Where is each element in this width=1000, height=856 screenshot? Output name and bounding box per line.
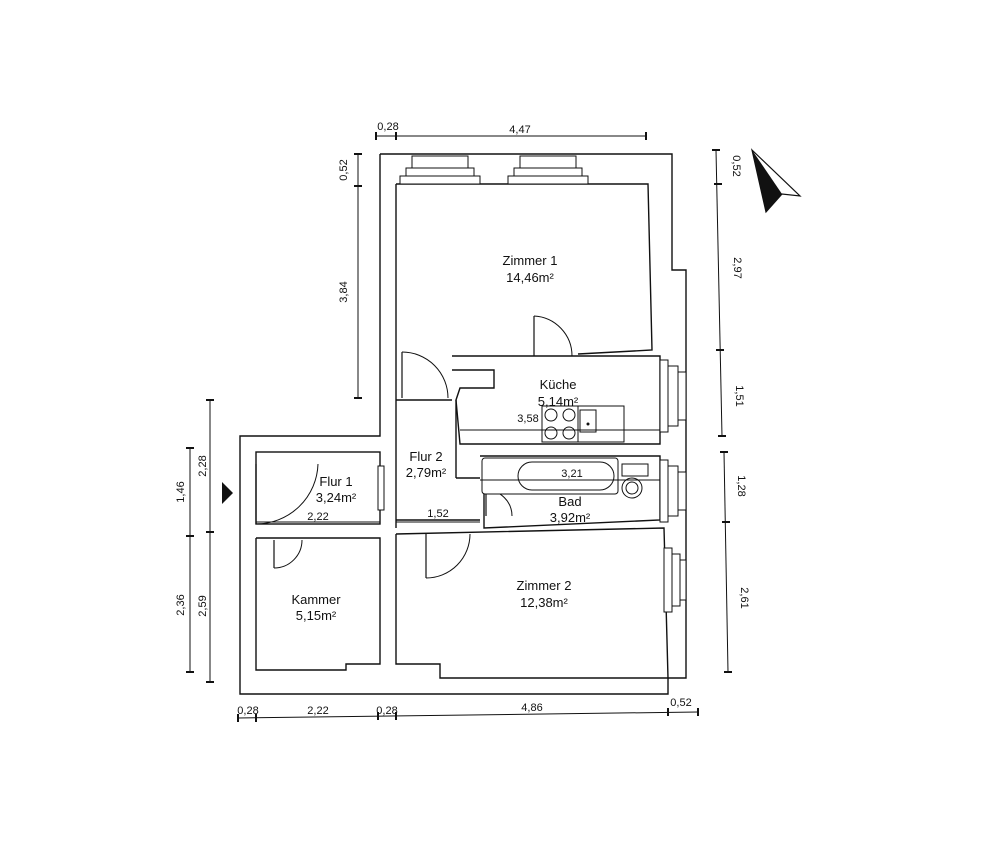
door-zimmer2 [425, 533, 471, 579]
dim-left-inner-1: 2,36 [175, 594, 187, 615]
dim-chain-bottom: 0,28 2,22 0,28 4,86 0,52 [237, 697, 699, 722]
north-arrow-icon [750, 148, 802, 214]
room-area-kueche: 5,14m² [538, 394, 579, 409]
room-name-flur1: Flur 1 [319, 474, 352, 489]
dim-flur1-width: 2,22 [307, 511, 328, 523]
dim-chain-left-inner: 1,46 2,36 [175, 447, 194, 673]
dim-left-outer-0: 2,28 [197, 455, 209, 476]
window-zimmer1-right [507, 155, 589, 185]
room-name-zimmer2: Zimmer 2 [517, 578, 572, 593]
dim-bottom-4: 0,52 [670, 697, 691, 709]
room-area-kammer: 5,15m² [296, 608, 337, 623]
room-name-flur2: Flur 2 [409, 449, 442, 464]
dim-left-upper-1: 3,84 [338, 281, 350, 302]
interior-dimension-labels: 3,58 3,21 2,22 1,52 [307, 413, 582, 523]
room-name-bad: Bad [558, 494, 581, 509]
room-name-kueche: Küche [540, 377, 577, 392]
room-area-flur1: 3,24m² [316, 490, 357, 505]
dim-chain-left-outer: 2,28 2,59 [197, 399, 214, 683]
dim-flur2-width: 1,52 [427, 508, 448, 520]
room-name-zimmer1: Zimmer 1 [503, 253, 558, 268]
dim-bottom-1: 2,22 [307, 705, 328, 717]
burner-icon [562, 408, 576, 422]
dim-right-4: 2,61 [738, 587, 750, 608]
room-name-kammer: Kammer [291, 592, 341, 607]
dim-right-0: 0,52 [730, 155, 742, 176]
dim-right-1: 2,97 [731, 257, 743, 278]
dim-bad-width: 3,21 [561, 468, 582, 480]
room-area-bad: 3,92m² [550, 510, 591, 525]
dim-right-2: 1,51 [733, 385, 745, 406]
door-kammer [273, 539, 303, 569]
burner-icon [544, 426, 558, 440]
room-area-flur2: 2,79m² [406, 465, 447, 480]
dim-left-inner-0: 1,46 [175, 481, 187, 502]
burner-icon [562, 426, 576, 440]
entrance-arrow-icon [222, 482, 233, 504]
dim-top-1: 4,47 [509, 124, 530, 136]
windows [377, 155, 687, 613]
dim-right-3: 1,28 [735, 475, 747, 496]
fixtures [481, 405, 649, 499]
burner-icon [544, 408, 558, 422]
door-entrance [255, 463, 319, 525]
kammer-wall [255, 537, 381, 671]
doors [255, 315, 573, 579]
door-zimmer1 [533, 315, 573, 357]
dim-chain-top: 0,28 4,47 [375, 121, 647, 140]
window-flur1 [377, 465, 385, 511]
kitchen-sink [579, 409, 597, 433]
door-flur2 [401, 351, 449, 399]
window-bad [659, 459, 687, 523]
zimmer2-wall [395, 527, 669, 679]
dim-left-outer-1: 2,59 [197, 595, 209, 616]
dim-bottom-2: 0,28 [376, 705, 397, 717]
dim-chain-left-upper: 0,52 3,84 [338, 153, 362, 399]
window-kueche [659, 359, 687, 433]
room-area-zimmer2: 12,38m² [520, 595, 568, 610]
dim-kueche-width: 3,58 [517, 413, 538, 425]
wash-basin [621, 463, 649, 477]
room-area-zimmer1: 14,46m² [506, 270, 554, 285]
window-zimmer1-left [399, 155, 481, 185]
dim-bottom-0: 0,28 [237, 705, 258, 717]
dim-chain-right: 0,52 2,97 1,51 1,28 2,61 [712, 149, 750, 673]
dim-bottom-3: 4,86 [521, 702, 542, 714]
room-labels: Zimmer 1 14,46m² Küche 5,14m² Flur 2 2,7… [291, 253, 590, 623]
dim-left-upper-0: 0,52 [338, 159, 350, 180]
bathtub-basin [517, 461, 615, 491]
window-zimmer2 [663, 547, 687, 613]
zimmer1-wall [396, 183, 653, 355]
interior-dimensions [256, 429, 660, 523]
dim-top-0: 0,28 [377, 121, 398, 133]
